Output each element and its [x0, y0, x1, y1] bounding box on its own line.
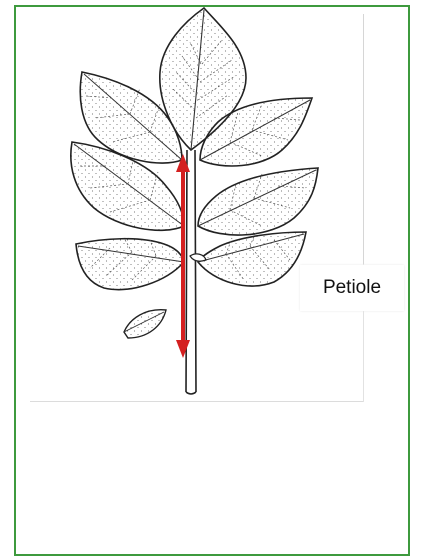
arrowhead-bottom [176, 340, 190, 358]
rachis [186, 150, 196, 392]
petiole-label: Petiole [323, 277, 381, 299]
rachis-base [186, 392, 196, 394]
leaflet-lower-left [76, 238, 184, 290]
leaflet-lower-right [198, 232, 306, 286]
petiole-label-box: Petiole [300, 265, 404, 311]
small-leaflet [124, 310, 166, 338]
leaflet-middle-right [198, 168, 318, 235]
